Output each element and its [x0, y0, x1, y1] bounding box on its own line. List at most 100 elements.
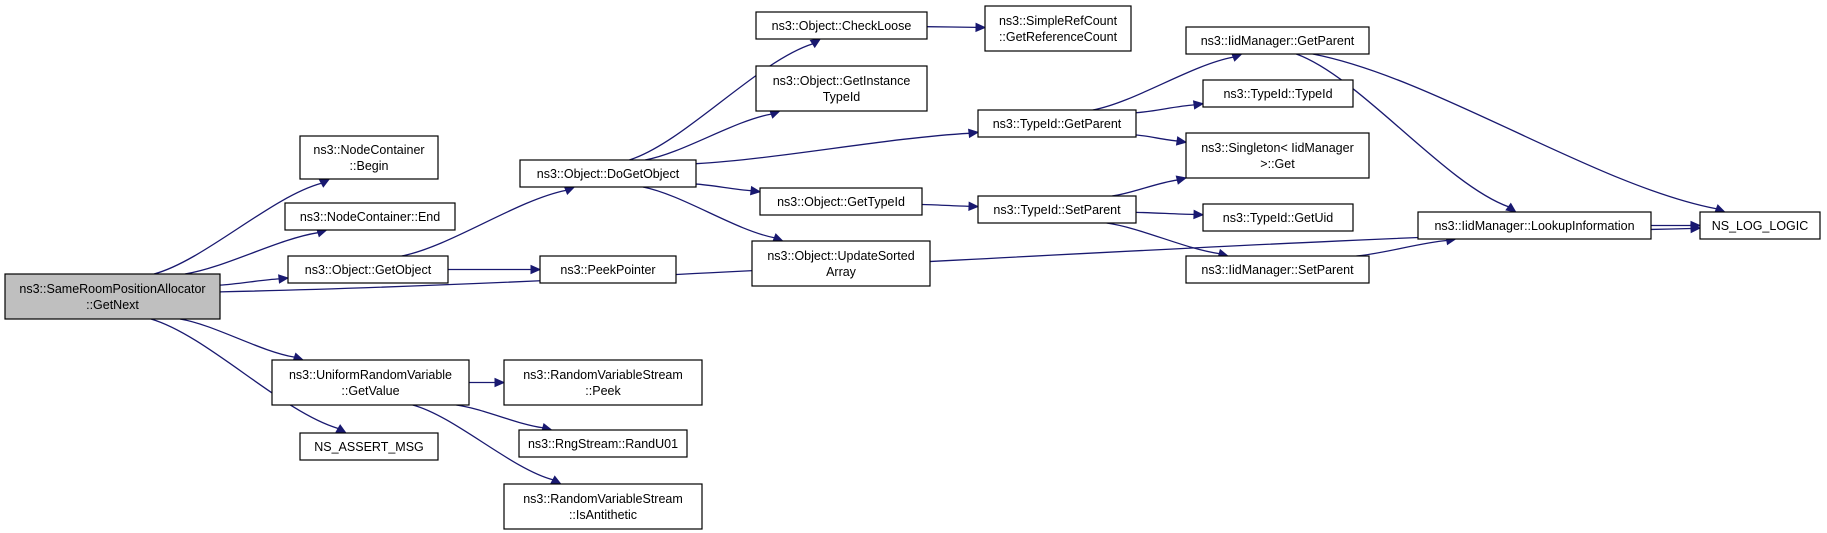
arrowhead-icon: [1175, 136, 1188, 146]
node-label: ns3::SameRoomPositionAllocator: [19, 282, 205, 296]
edge-line: [179, 318, 295, 358]
node-box: [1202, 203, 1354, 232]
edge-line: [456, 404, 543, 429]
edge-dogetobject-to-gettypeid: [695, 183, 762, 196]
node-assertmsg[interactable]: NS_ASSERT_MSG: [299, 432, 439, 461]
node-gettypeid[interactable]: ns3::Object::GetTypeId: [759, 187, 923, 216]
node-label: ns3::TypeId::GetParent: [993, 117, 1122, 131]
node-iid_setparent[interactable]: ns3::IidManager::SetParent: [1185, 255, 1370, 284]
node-rvs_peek[interactable]: ns3::RandomVariableStream::Peek: [503, 359, 703, 406]
node-box: [271, 359, 470, 406]
node-box: [287, 255, 449, 284]
node-label: ns3::TypeId::SetParent: [993, 203, 1121, 217]
edge-line: [1106, 222, 1220, 255]
arrowhead-icon: [1193, 209, 1205, 220]
node-box: [284, 202, 456, 231]
node-peekpointer[interactable]: ns3::PeekPointer: [539, 255, 677, 284]
edge-getvalue-to-rvs_peek: [468, 377, 506, 388]
node-box: [1699, 211, 1821, 240]
edge-gettypeid-to-typeid_setparent: [921, 201, 980, 211]
arrowhead-icon: [772, 233, 784, 243]
node-box: [1185, 26, 1370, 55]
node-label: ::GetValue: [341, 384, 399, 398]
arrowhead-icon: [1175, 175, 1188, 185]
edge-line: [695, 183, 752, 192]
node-label: ns3::Object::GetObject: [305, 263, 432, 277]
node-checkloose[interactable]: ns3::Object::CheckLoose: [755, 11, 928, 40]
arrowhead-icon: [530, 264, 542, 275]
node-getobject[interactable]: ns3::Object::GetObject: [287, 255, 449, 284]
node-ns_log_logic[interactable]: NS_LOG_LOGIC: [1699, 211, 1821, 240]
edge-checkloose-to-getreferencecount: [926, 22, 987, 33]
node-getvalue[interactable]: ns3::UniformRandomVariable::GetValue: [271, 359, 470, 406]
edge-getobject-to-peekpointer: [447, 264, 542, 275]
edge-line: [642, 186, 775, 239]
arrowhead-icon: [968, 201, 980, 211]
arrowhead-icon: [968, 128, 980, 139]
node-box: [751, 240, 931, 287]
node-randu01[interactable]: ns3::RngStream::RandU01: [518, 429, 688, 458]
arrowhead-icon: [1690, 220, 1702, 231]
edge-line: [644, 113, 772, 161]
edge-dogetobject-to-checkloose: [629, 38, 822, 161]
edge-getnext-to-getobject: [219, 274, 290, 286]
edge-typeid_getparent-to-singleton_get: [1135, 134, 1188, 146]
node-box: [1202, 79, 1354, 108]
node-box: [1417, 211, 1652, 240]
edge-typeid_setparent-to-singleton_get: [1112, 175, 1188, 197]
node-label: ns3::IidManager::SetParent: [1201, 263, 1354, 277]
node-iid_getparent[interactable]: ns3::IidManager::GetParent: [1185, 26, 1370, 55]
arrowhead-icon: [494, 377, 506, 388]
edge-line: [1135, 134, 1178, 142]
node-begin[interactable]: ns3::NodeContainer::Begin: [299, 135, 439, 180]
node-label: ns3::Singleton< IidManager: [1201, 141, 1354, 155]
node-box: [503, 359, 703, 406]
edge-line: [1356, 239, 1447, 257]
node-end[interactable]: ns3::NodeContainer::End: [284, 202, 456, 231]
node-label: ns3::TypeId::TypeId: [1223, 87, 1332, 101]
node-box: [977, 195, 1137, 224]
node-dogetobject[interactable]: ns3::Object::DoGetObject: [519, 159, 697, 188]
arrowhead-icon: [1714, 204, 1726, 214]
node-typeid_typeid[interactable]: ns3::TypeId::TypeId: [1202, 79, 1354, 108]
arrowhead-icon: [1505, 202, 1517, 213]
arrowhead-icon: [563, 186, 576, 195]
edge-line: [1112, 179, 1178, 197]
arrowhead-icon: [335, 424, 347, 434]
node-box: [755, 11, 928, 40]
edge-line: [184, 232, 319, 275]
node-label: ::Begin: [350, 159, 389, 173]
node-label: ns3::UniformRandomVariable: [289, 368, 452, 382]
node-typeid_getparent[interactable]: ns3::TypeId::GetParent: [977, 109, 1137, 138]
node-box: [759, 187, 923, 216]
edge-line: [1296, 53, 1509, 208]
edge-line: [150, 318, 339, 430]
arrowhead-icon: [278, 274, 290, 284]
edge-getnext-to-getvalue: [179, 318, 305, 362]
node-box: [539, 255, 677, 284]
node-box: [755, 65, 928, 112]
node-label: ns3::Object::GetInstance: [773, 74, 911, 88]
node-singleton_get[interactable]: ns3::Singleton< IidManager >::Get: [1185, 132, 1370, 179]
node-label: ns3::RngStream::RandU01: [528, 437, 678, 451]
node-label: >::Get: [1260, 157, 1295, 171]
node-isantithetic[interactable]: ns3::RandomVariableStream::IsAntithetic: [503, 483, 703, 530]
node-lookupinformation[interactable]: ns3::IidManager::LookupInformation: [1417, 211, 1652, 240]
arrowhead-icon: [1192, 100, 1205, 110]
node-label: ns3::PeekPointer: [560, 263, 655, 277]
edge-iid_getparent-to-lookupinformation: [1296, 53, 1517, 213]
node-getnext[interactable]: ns3::SameRoomPositionAllocator::GetNext: [4, 273, 221, 320]
node-typeid_setparent[interactable]: ns3::TypeId::SetParent: [977, 195, 1137, 224]
node-typeid_getuid[interactable]: ns3::TypeId::GetUid: [1202, 203, 1354, 232]
node-box: [984, 5, 1132, 52]
node-label: ns3::NodeContainer: [313, 143, 424, 157]
node-getreferencecount[interactable]: ns3::SimpleRefCount::GetReferenceCount: [984, 5, 1132, 52]
node-label: ns3::RandomVariableStream: [523, 492, 683, 506]
node-label: ::Peek: [585, 384, 621, 398]
edge-line: [629, 43, 813, 161]
node-label: Array: [826, 265, 857, 279]
node-box: [1185, 255, 1370, 284]
